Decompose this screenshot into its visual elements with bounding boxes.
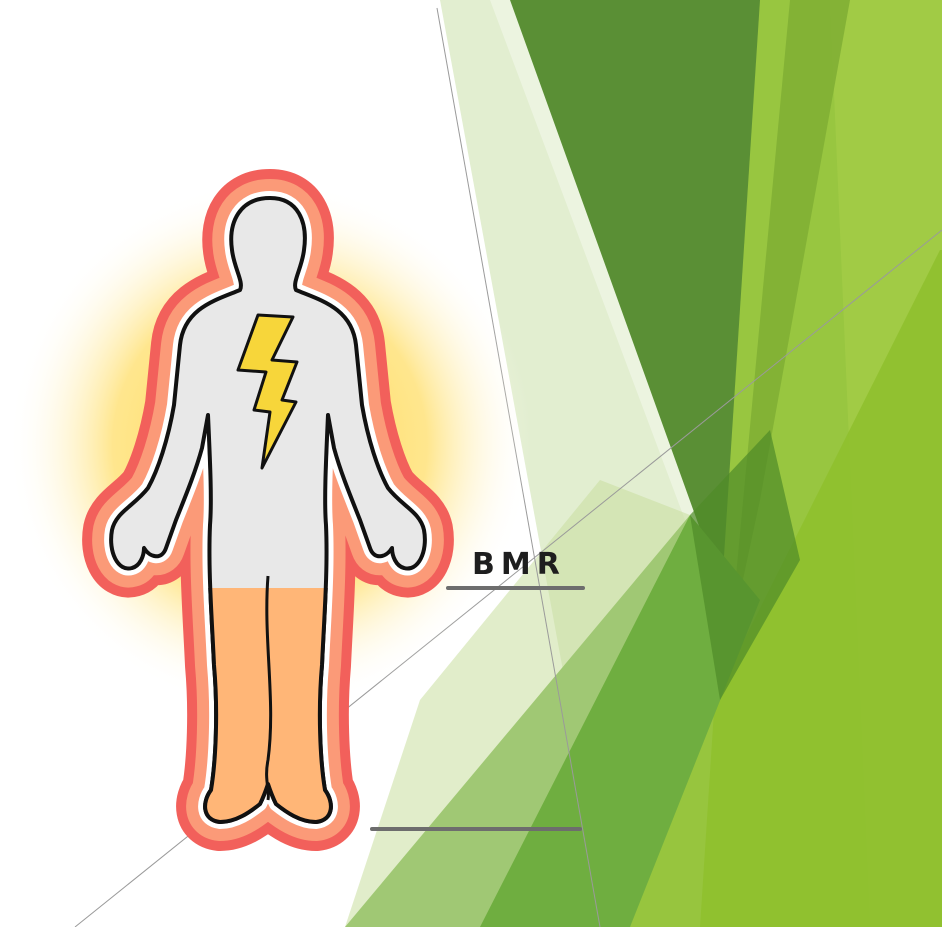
bmr-label: BMR	[472, 547, 566, 582]
